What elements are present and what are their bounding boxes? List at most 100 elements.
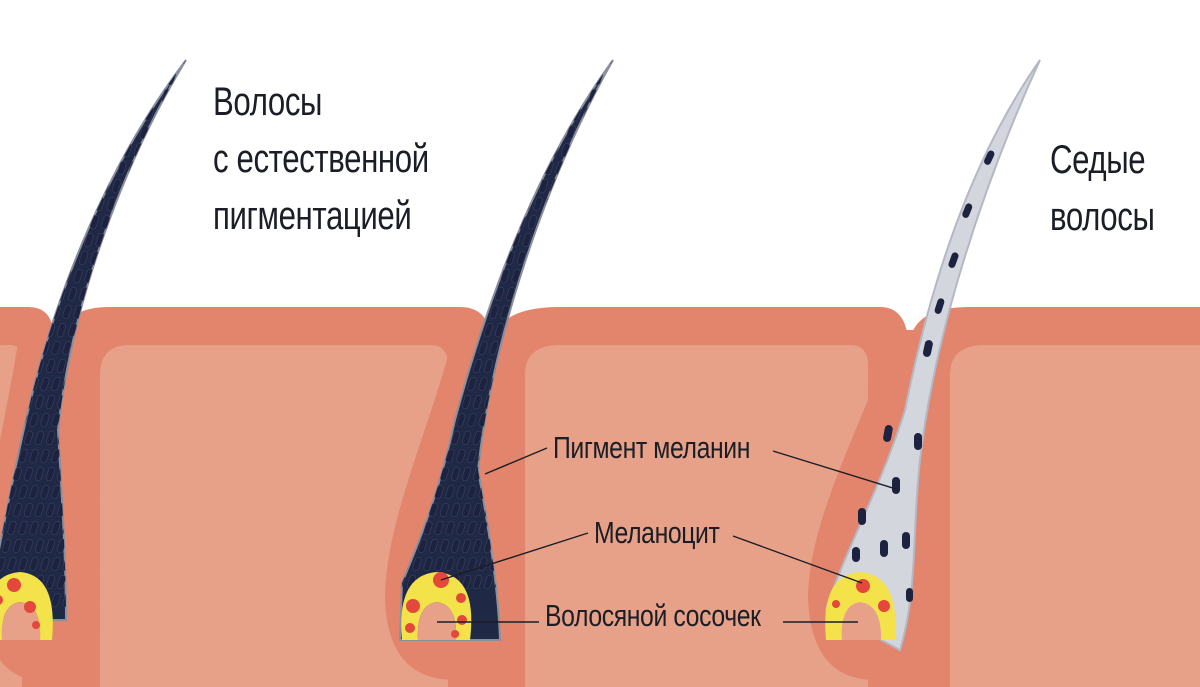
- melanin-granule: [400, 286, 406, 302]
- title-grey-line-1: Седые: [1050, 138, 1146, 182]
- melanin-granule: [478, 520, 488, 536]
- melanin-granule: [478, 232, 488, 248]
- melanin-granule: [172, 268, 182, 284]
- melanin-granule: [62, 340, 72, 356]
- melanin-granule: [7, 124, 17, 140]
- melanin-granule: [571, 142, 582, 158]
- melanin-granule: [51, 268, 61, 284]
- melanin-granule: [183, 232, 186, 248]
- melanin-granule: [423, 268, 433, 284]
- melanin-granule: [560, 214, 571, 230]
- melanin-granule: [12, 142, 23, 158]
- melanin-granule: [445, 556, 455, 572]
- melanin-granule: [1, 538, 12, 554]
- melanin-granule: [29, 448, 39, 464]
- melanin-granule: [522, 88, 532, 104]
- melanin-granule: [117, 88, 127, 104]
- melanin-granule: [0, 250, 1, 266]
- melanin-granule: [456, 520, 466, 536]
- melanin-granule: [450, 178, 461, 194]
- melanin-granule: [505, 286, 516, 302]
- melanin-granule: [23, 250, 34, 266]
- melanin-granule: [34, 178, 45, 194]
- melanin-granule: [144, 250, 155, 266]
- melanin-granule: [500, 88, 510, 104]
- melanin-granule: [18, 60, 28, 68]
- melanin-granule: [483, 574, 494, 590]
- melanin-granule: [62, 88, 72, 104]
- melanin-granule: [29, 88, 39, 104]
- melanin-granule: [111, 178, 122, 194]
- melanin-granule: [34, 286, 45, 302]
- melanin-granule: [445, 268, 455, 284]
- melanin-granule: [172, 124, 182, 140]
- melanin-granule: [511, 60, 521, 68]
- melanin-granule: [172, 88, 182, 104]
- melanin-granule: [489, 88, 499, 104]
- melanin-granule: [450, 430, 461, 446]
- melanin-granule: [139, 232, 149, 248]
- melanin-granule: [467, 268, 477, 284]
- melanin-granule: [511, 196, 521, 212]
- melanin-granule: [478, 124, 488, 140]
- melanin-granule: [428, 286, 439, 302]
- melanin-granule: [516, 250, 527, 266]
- melanin-granule: [166, 178, 177, 194]
- melanin-granule: [478, 340, 488, 356]
- melanin-granule: [549, 70, 560, 86]
- melanin-granule: [516, 178, 527, 194]
- melanin-granule: [183, 124, 186, 140]
- melanin-granule: [7, 196, 17, 212]
- sparse-melanin-granules: [852, 150, 995, 602]
- melanin-granule: [166, 106, 177, 122]
- melanin-granule: [533, 196, 543, 212]
- melanin-granule: [40, 412, 50, 428]
- bulb-right: [825, 572, 896, 640]
- melanin-granule: [12, 178, 23, 194]
- melanocyte: [451, 630, 459, 638]
- melanin-granule: [1, 106, 12, 122]
- melanin-granule: [161, 196, 171, 212]
- melanin-granule: [472, 358, 483, 374]
- melanin-granule: [604, 214, 613, 230]
- melanin-granule: [483, 70, 494, 86]
- melanin-granule: [555, 268, 565, 284]
- melanin-granule: [588, 196, 598, 212]
- melanin-granule: [439, 286, 450, 302]
- melanin-granule: [478, 88, 488, 104]
- melanin-granule: [84, 88, 94, 104]
- melanin-granule: [560, 106, 571, 122]
- melanin-granule: [456, 124, 466, 140]
- melanin-granule: [599, 124, 609, 140]
- melanin-granule: [549, 106, 560, 122]
- melanocyte: [457, 615, 467, 625]
- melanin-granule: [12, 502, 23, 518]
- melanin-granule: [0, 70, 1, 86]
- melanin-granule: [467, 124, 477, 140]
- melanin-granule: [12, 250, 23, 266]
- melanin-granule: [445, 448, 455, 464]
- melanin-granule: [538, 106, 549, 122]
- melanin-granule: [139, 60, 149, 68]
- melanin-granule: [67, 142, 78, 158]
- melanin-granule: [423, 556, 433, 572]
- melanin-granule: [34, 430, 45, 446]
- melanin-granule: [456, 60, 466, 68]
- melanin-granule: [45, 142, 56, 158]
- melanin-granule: [588, 160, 598, 176]
- melanin-granule: [494, 286, 505, 302]
- melanin-granule: [150, 268, 160, 284]
- melanin-granule: [56, 142, 67, 158]
- melanin-granule: [122, 214, 133, 230]
- melanin-granule: [23, 178, 34, 194]
- melanin-granule: [467, 232, 477, 248]
- melanin-granule: [533, 268, 543, 284]
- melanin-granule: [599, 60, 609, 68]
- melanin-granule: [34, 70, 45, 86]
- bulb-mid: [401, 572, 472, 640]
- melanin-granule: [0, 124, 6, 140]
- melanin-granule: [84, 60, 94, 68]
- melanin-granule: [166, 214, 177, 230]
- melanin-granule: [467, 60, 477, 68]
- melanin-granule: [89, 70, 100, 86]
